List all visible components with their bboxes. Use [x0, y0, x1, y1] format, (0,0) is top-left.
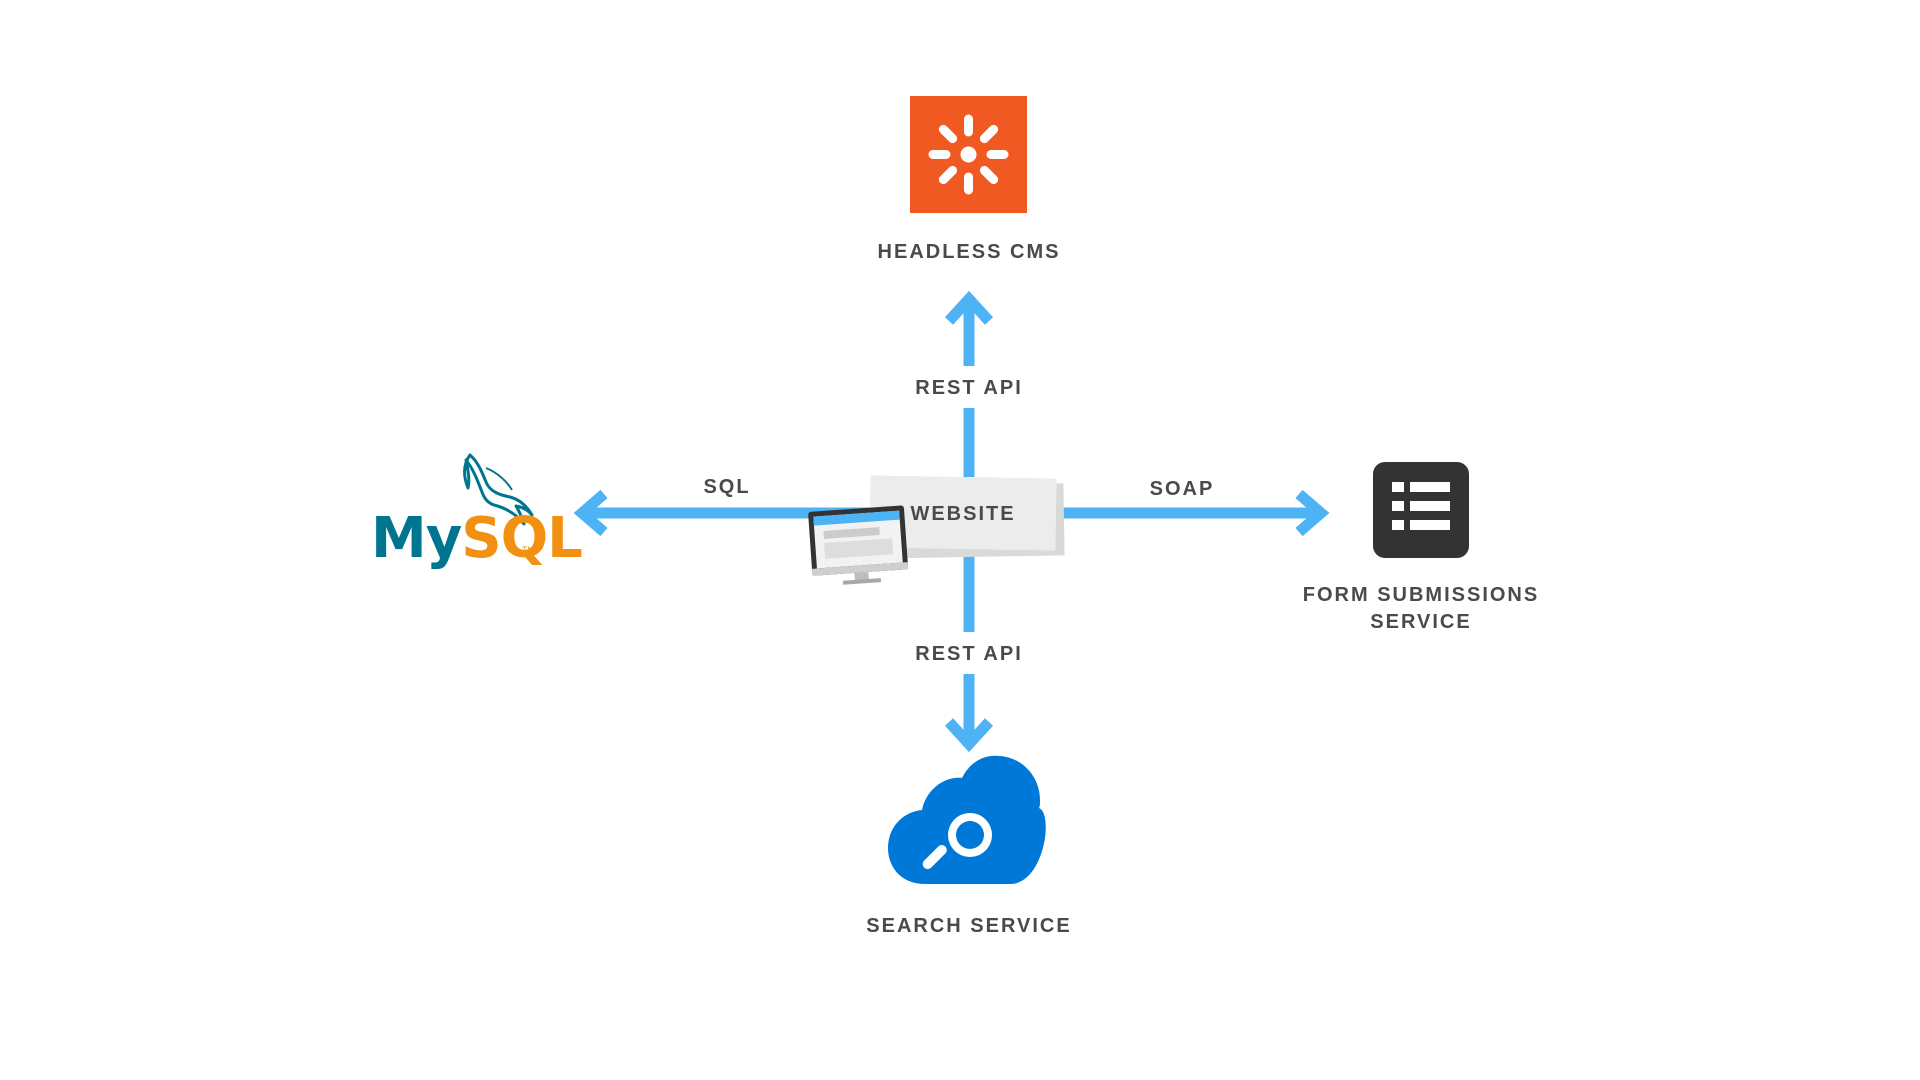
- arrow-head-up-icon: [944, 290, 994, 325]
- mysql-tm: TM: [522, 545, 535, 555]
- connection-label-cms: REST API: [915, 377, 1023, 399]
- monitor-icon: [808, 505, 909, 585]
- mysql-node: MySQL TM: [371, 453, 583, 571]
- arrow-heads: [573, 290, 1330, 753]
- website-label: WEBSITE: [910, 503, 1015, 525]
- website-node: WEBSITE: [808, 475, 1065, 585]
- arrow-head-left-icon: [573, 489, 608, 537]
- website-card: [869, 475, 1057, 551]
- forms-label-line2: SERVICE: [1370, 611, 1471, 633]
- mysql-dolphin-icon: [463, 453, 534, 526]
- connection-label-forms: SOAP: [1150, 478, 1215, 500]
- cloud-search-icon: [888, 755, 1046, 884]
- form-submissions-node: FORM SUBMISSIONS SERVICE: [1303, 462, 1539, 633]
- cms-label: HEADLESS CMS: [878, 241, 1061, 263]
- arrow-head-right-icon: [1295, 489, 1330, 537]
- arrow-head-down-icon: [944, 718, 994, 753]
- list-icon: [1392, 482, 1450, 530]
- mysql-logo-text: MySQL: [371, 506, 582, 571]
- connection-label-mysql: SQL: [703, 476, 750, 498]
- headless-cms-node: HEADLESS CMS: [878, 96, 1061, 263]
- connection-label-search: REST API: [915, 643, 1023, 665]
- search-label: SEARCH SERVICE: [866, 915, 1071, 937]
- kentico-asterisk-icon: [928, 114, 1009, 195]
- forms-label-line1: FORM SUBMISSIONS: [1303, 584, 1539, 606]
- search-service-node: SEARCH SERVICE: [866, 755, 1071, 937]
